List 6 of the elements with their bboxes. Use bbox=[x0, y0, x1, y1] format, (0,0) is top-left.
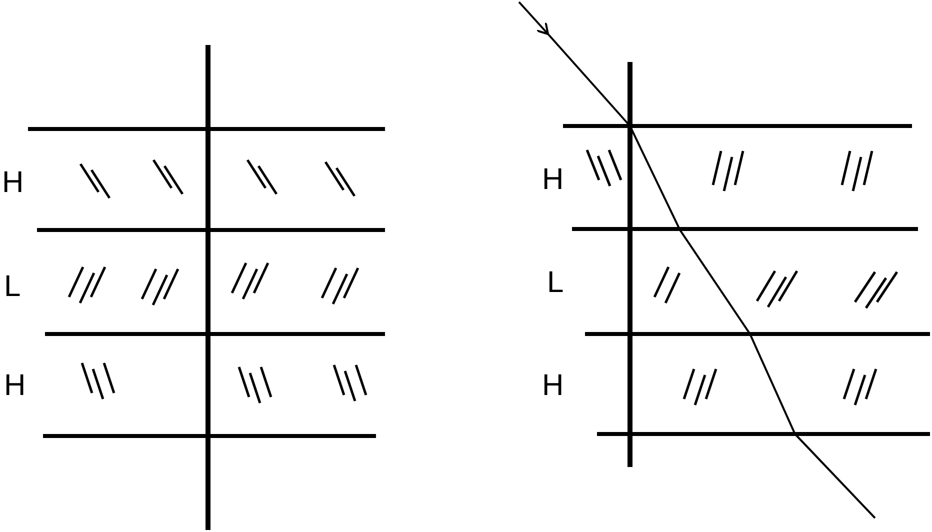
layer-label: H bbox=[4, 371, 26, 401]
layer-label: L bbox=[547, 268, 564, 298]
layer-label: L bbox=[4, 272, 21, 302]
layer-label: H bbox=[2, 168, 24, 198]
layer-label: H bbox=[542, 165, 564, 195]
layer-label: H bbox=[542, 371, 564, 401]
